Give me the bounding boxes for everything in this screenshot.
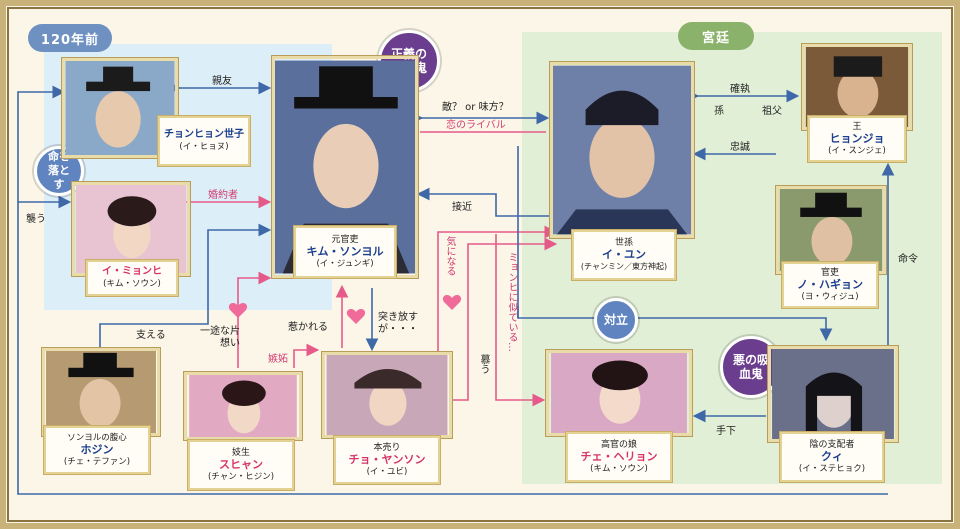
name-myonghi: イ・ミョンヒ bbox=[102, 266, 162, 277]
actor-yangson: (イ・ユビ) bbox=[366, 467, 408, 477]
line-jealous bbox=[293, 343, 320, 368]
rel-resembles: ミョンヒに似ている… bbox=[506, 252, 517, 352]
actor-king: (イ・スンジェ) bbox=[828, 146, 886, 156]
name-hojin: ホジン bbox=[80, 443, 114, 456]
actor-gwi: (イ・ステヒョク) bbox=[798, 464, 866, 474]
name-hagyon: ノ・ハギョン bbox=[797, 278, 863, 291]
name-seja: チョンヒョン世子 bbox=[164, 129, 244, 140]
actor-hojin: (チェ・テファン) bbox=[63, 457, 131, 467]
rel-push-away: 突き放すが・・・ bbox=[378, 312, 418, 335]
photo-gwi bbox=[767, 345, 899, 443]
name-heryon: チェ・ヘリョン bbox=[580, 450, 658, 463]
rel-enemy-or-ally: 敵？ or 味方？ bbox=[442, 102, 509, 113]
photo-myonghi bbox=[71, 181, 191, 277]
actor-myonghi: (キム・ソウン) bbox=[103, 279, 161, 289]
rel-jealous: 嫉妬 bbox=[268, 354, 288, 365]
name-yun: イ・ユン bbox=[602, 248, 646, 261]
role-hagyon: 官吏 bbox=[820, 268, 839, 278]
caption-myonghi: イ・ミョンヒ (キム・ソウン) bbox=[85, 259, 179, 297]
role-gwi: 陰の支配者 bbox=[809, 440, 855, 450]
rel-rival-love: 恋のライバル bbox=[446, 120, 506, 131]
actor-heryon: (キム・ソウン) bbox=[590, 464, 648, 474]
name-gwi: クィ bbox=[821, 450, 843, 463]
rel-grandson: 孫 bbox=[714, 106, 724, 117]
line-interested bbox=[437, 225, 558, 351]
role-king: 王 bbox=[852, 122, 862, 132]
rel-interested: 気になる bbox=[444, 236, 455, 276]
rel-command: 命令 bbox=[898, 254, 918, 265]
line-onesided bbox=[237, 271, 272, 368]
caption-sonyol: 元官吏 キム・ソンヨル (イ・ジュンギ) bbox=[293, 225, 397, 279]
caption-gwi: 陰の支配者 クィ (イ・ステヒョク) bbox=[779, 431, 885, 483]
confront-text: 対立 bbox=[603, 313, 628, 327]
rel-approach: 接近 bbox=[452, 202, 472, 213]
photo-suhyang bbox=[183, 371, 303, 441]
role-heryon: 高官の娘 bbox=[600, 440, 637, 450]
relation-lines bbox=[17, 81, 895, 495]
name-suhyang: スヒャン bbox=[219, 458, 263, 471]
caption-hagyon: 官吏 ノ・ハギョン (ヨ・ウィジュ) bbox=[781, 261, 879, 309]
caption-yangson: 本売り チョ・ヤンソン (イ・ユビ) bbox=[333, 435, 441, 485]
actor-suhyang: (チャン・ヒジン) bbox=[207, 472, 275, 482]
photo-seja bbox=[61, 57, 179, 159]
line-approach bbox=[416, 187, 556, 217]
line-attack bbox=[17, 195, 888, 495]
zone-palace-label: 宮廷 bbox=[678, 22, 754, 50]
role-hojin: ソンヨルの腹心 bbox=[67, 433, 127, 443]
rel-support: 支える bbox=[136, 330, 166, 341]
line-adore bbox=[452, 237, 558, 401]
rel-fiance: 婚約者 bbox=[208, 190, 238, 201]
photo-hagyon bbox=[775, 185, 887, 275]
caption-suhyang: 妓生 スヒャン (チャン・ヒジン) bbox=[187, 439, 295, 491]
rel-attack: 襲う bbox=[26, 214, 46, 225]
actor-hagyon: (ヨ・ウィジュ) bbox=[801, 292, 859, 302]
photo-hojin bbox=[41, 347, 161, 437]
photo-yun bbox=[549, 61, 695, 239]
role-yun: 世孫 bbox=[614, 238, 633, 248]
role-suhyang: 妓生 bbox=[231, 448, 250, 458]
rel-loyalty-king: 確執 bbox=[730, 84, 750, 95]
zone-past-label: 120年前 bbox=[28, 24, 112, 52]
photo-heryon bbox=[545, 349, 693, 437]
caption-seja: チョンヒョン世子 (イ・ヒョヌ) bbox=[157, 115, 251, 167]
line-killed bbox=[17, 85, 66, 202]
rel-one-sided: 一途な片想い bbox=[200, 326, 240, 349]
line-resembles bbox=[495, 234, 546, 407]
caption-yun: 世孫 イ・ユン (チャンミン／東方神起) bbox=[571, 229, 677, 281]
rel-attracted: 惹かれる bbox=[288, 322, 328, 333]
caption-heryon: 高官の娘 チェ・ヘリョン (キム・ソウン) bbox=[565, 431, 673, 483]
confront-tag: 対立 bbox=[594, 298, 638, 342]
photo-yangson bbox=[321, 351, 453, 439]
actor-seja: (イ・ヒョヌ) bbox=[179, 142, 229, 152]
role-sonyol: 元官吏 bbox=[331, 235, 359, 245]
name-sonyol: キム・ソンヨル bbox=[306, 245, 384, 258]
name-yangson: チョ・ヤンソン bbox=[348, 453, 426, 466]
rel-friend: 親友 bbox=[212, 76, 232, 87]
line-confront bbox=[517, 306, 833, 342]
actor-yun: (チャンミン／東方神起) bbox=[580, 262, 668, 271]
caption-king: 王 ヒョンジョ (イ・スンジェ) bbox=[807, 115, 907, 163]
role-yangson: 本売り bbox=[373, 443, 401, 453]
rel-subordinate: 手下 bbox=[716, 426, 736, 437]
line-support bbox=[99, 223, 272, 348]
actor-sonyol: (イ・ジュンギ) bbox=[316, 259, 374, 269]
caption-hojin: ソンヨルの腹心 ホジン (チェ・テファン) bbox=[43, 425, 151, 475]
name-king: ヒョンジョ bbox=[829, 132, 885, 145]
evil-vampire-text: 悪の吸血鬼 bbox=[732, 353, 769, 381]
rel-loyalty: 忠誠 bbox=[730, 142, 750, 153]
rel-adore: 慕う bbox=[478, 354, 489, 374]
rel-grandfather: 祖父 bbox=[762, 106, 782, 117]
